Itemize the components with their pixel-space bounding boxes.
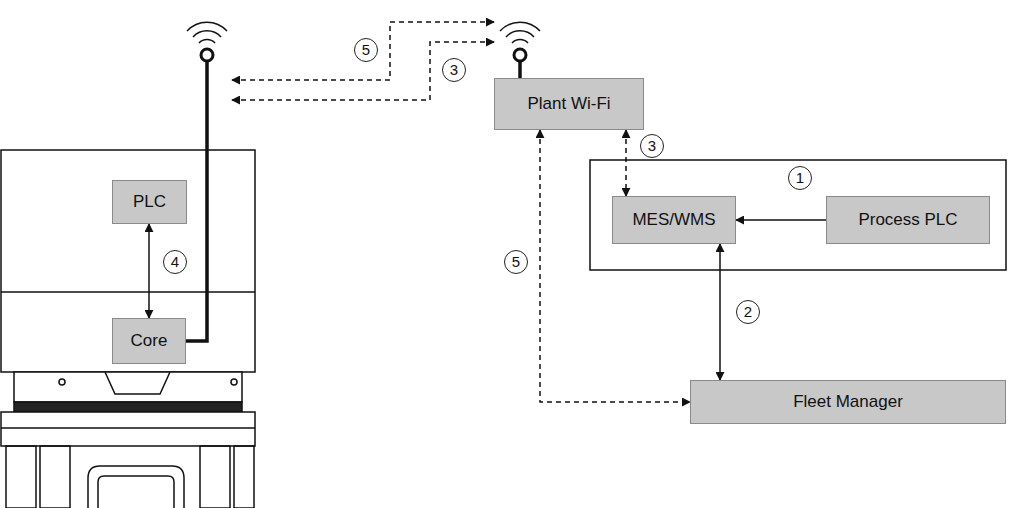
box-label: Core (131, 331, 168, 351)
callout-number: 3 (640, 134, 664, 158)
handle (98, 476, 174, 508)
system-box: PLC (112, 180, 187, 224)
wheel (6, 446, 36, 508)
box-label: Fleet Manager (793, 392, 903, 412)
callout-number: 3 (442, 58, 466, 82)
callout-number: 2 (736, 300, 760, 324)
chassis-line (1, 427, 255, 429)
callout-number: 4 (163, 250, 187, 274)
screw (231, 379, 237, 385)
robot-antenna (186, 22, 227, 341)
scanner-strip (14, 402, 242, 412)
wifi-wave (500, 22, 540, 31)
plant-antenna (500, 22, 540, 78)
wifi-wave (187, 22, 227, 31)
system-box: Process PLC (826, 196, 990, 244)
wifi-wave (506, 31, 534, 37)
callout-number: 5 (504, 250, 528, 274)
housing-divider (1, 291, 255, 293)
robot-body (1, 150, 255, 508)
system-box: MES/WMS (612, 196, 736, 244)
bumper (14, 372, 242, 402)
box-label: Process PLC (858, 210, 957, 230)
scanner (105, 372, 170, 394)
wifi-wave (512, 40, 528, 43)
box-label: MES/WMS (632, 210, 715, 230)
robot-housing (1, 150, 255, 372)
antenna-mast (518, 62, 522, 78)
system-box: Core (112, 318, 186, 364)
antenna (201, 49, 213, 61)
box-label: Plant Wi-Fi (527, 94, 610, 114)
wifi-wave (193, 31, 221, 37)
box-label: PLC (133, 192, 166, 212)
chassis (1, 412, 255, 446)
wheel (200, 446, 230, 508)
wheel (40, 446, 70, 508)
connector (148, 224, 150, 318)
antenna (514, 49, 526, 61)
system-box: Fleet Manager (690, 380, 1006, 424)
system-box: Plant Wi-Fi (494, 78, 644, 130)
connector (719, 244, 721, 380)
antenna-cable (186, 62, 207, 341)
connector (625, 130, 627, 196)
wheel (234, 446, 254, 508)
connector (736, 219, 826, 221)
callout-number: 1 (788, 166, 812, 190)
system-group (590, 160, 1006, 270)
callout-number: 5 (354, 38, 378, 62)
wifi-wave (199, 40, 215, 43)
handle (88, 466, 184, 508)
screw (59, 379, 65, 385)
connector (540, 130, 690, 402)
wireless-link (232, 22, 494, 100)
